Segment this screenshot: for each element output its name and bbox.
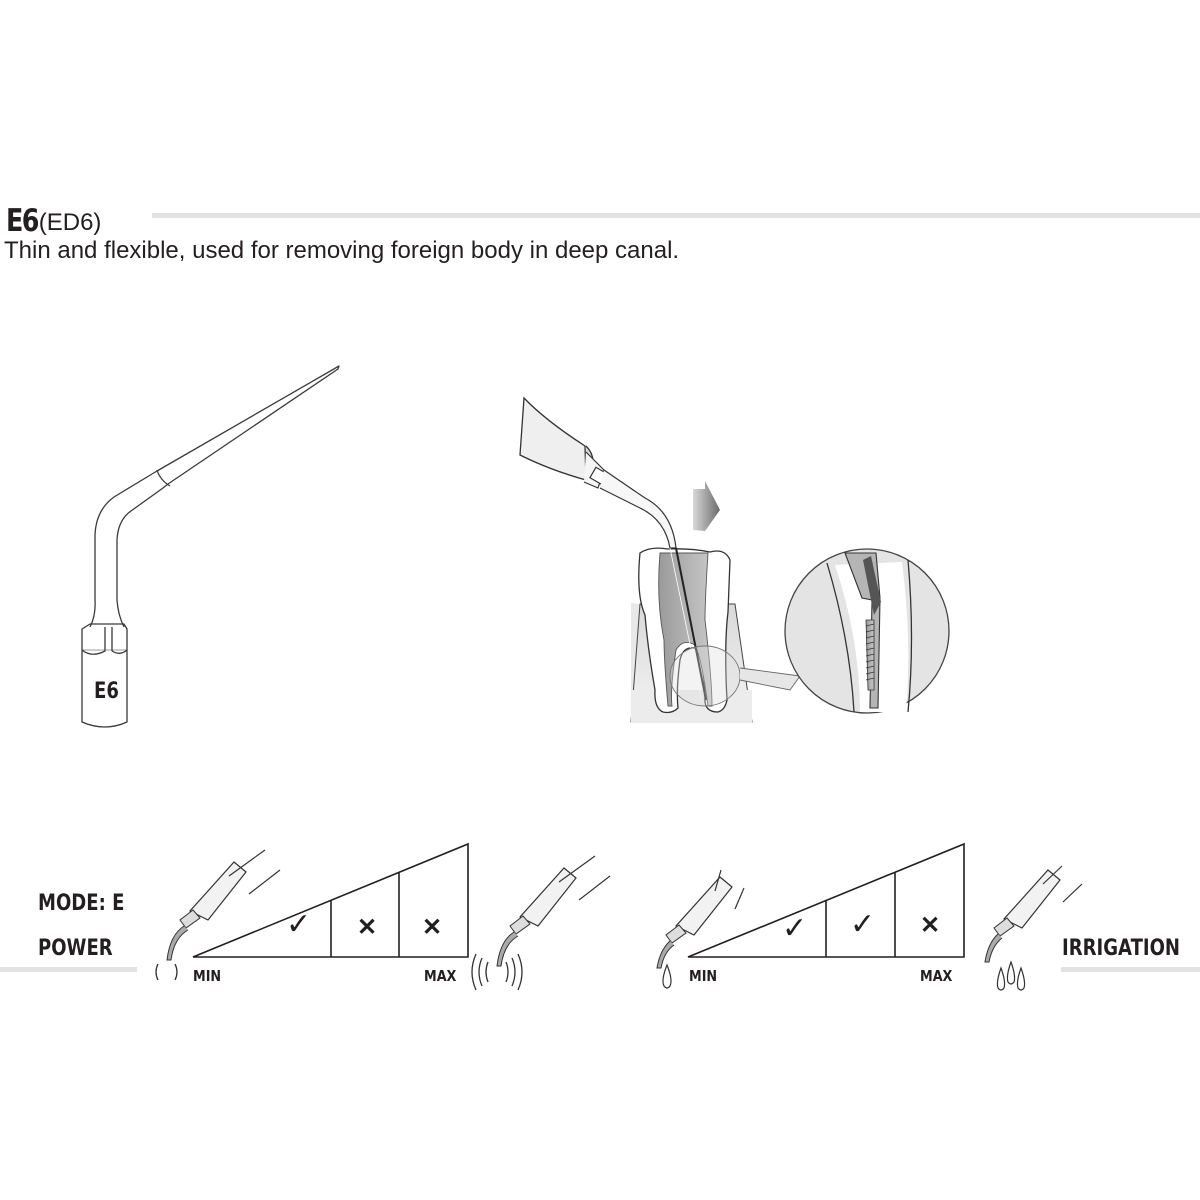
power-level-1-check-icon: ✓ [286,908,312,941]
title-divider [152,213,1200,218]
mode-label: MODE: E [38,891,125,916]
power-level-2-cross-icon: ✕ [357,914,378,941]
power-max-label: MAX [424,967,457,985]
tip-engraved-label: E6 [94,679,119,704]
irrigation-label: IRRIGATION [1062,936,1181,961]
handpiece-low-vibration-icon [155,849,281,981]
handpiece-low-water-icon [656,869,745,989]
handpiece-high-water-icon [984,865,1083,991]
model-code: E6 [6,203,39,239]
irrigation-max-label: MAX [920,967,953,985]
power-label: POWER [38,936,113,961]
power-min-label: MIN [193,967,222,985]
irrigation-level-2-check-icon: ✓ [850,908,876,941]
irrigation-divider [1061,967,1200,972]
irrigation-level-1-check-icon: ✓ [782,912,808,945]
product-description: Thin and flexible, used for removing for… [4,237,680,264]
irrigation-min-label: MIN [689,967,718,985]
model-alias: (ED6) [38,209,102,236]
handpiece-high-vibration-icon [471,855,611,991]
irrigation-level-3-cross-icon: ✕ [920,912,941,939]
power-divider [0,967,137,972]
power-level-3-cross-icon: ✕ [422,914,443,941]
product-title: E6 (ED6) [6,198,101,238]
